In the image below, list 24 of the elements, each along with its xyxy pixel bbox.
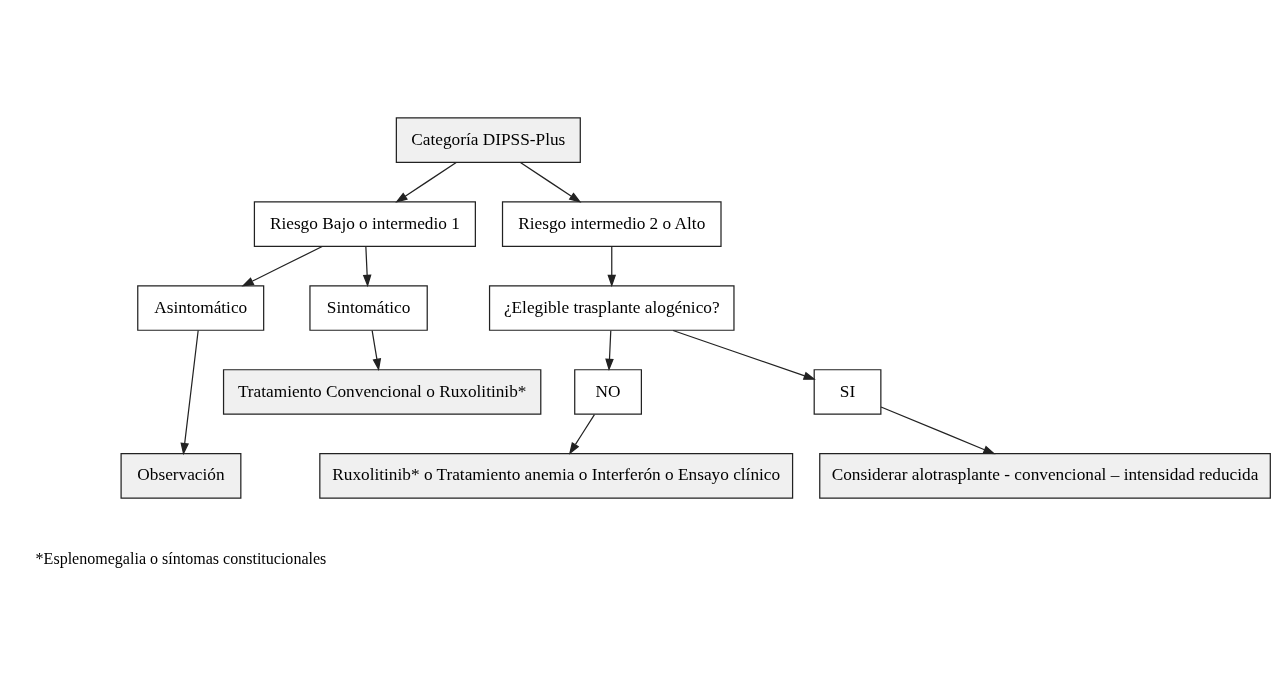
node-box: Considerar alotrasplante - convencional – intensidad reducida <box>819 453 1271 499</box>
arrow <box>180 329 199 456</box>
label: *Esplenomegalia o síntomas constitucionales <box>35 550 327 568</box>
arrow <box>241 245 323 287</box>
arrow <box>519 161 582 203</box>
node-box: Ruxolitinib* o Tratamiento anemia o Interferón o Ensayo clínico <box>319 453 794 499</box>
node-box: Riesgo intermedio 2 o Alto <box>501 201 722 247</box>
arrow <box>395 161 457 203</box>
arrow <box>568 414 596 455</box>
arrow <box>607 246 617 288</box>
node-box: Sintomático <box>309 285 428 331</box>
arrow <box>605 330 614 372</box>
node-box: SI <box>813 369 882 415</box>
node-box: Asintomático <box>137 285 265 331</box>
node-box: Categoría DIPSS-Plus <box>395 117 581 163</box>
node-box: Observación <box>120 453 242 499</box>
arrow <box>362 246 372 288</box>
arrow <box>672 329 816 380</box>
node-box: Riesgo Bajo o intermedio 1 <box>253 201 476 247</box>
node-box: ¿Elegible trasplante alogénico? <box>488 285 735 331</box>
arrow <box>371 330 382 372</box>
node-box: Tratamiento Convencional o Ruxolitinib* <box>222 369 542 415</box>
arrow <box>880 406 996 455</box>
node-box: NO <box>574 369 642 415</box>
